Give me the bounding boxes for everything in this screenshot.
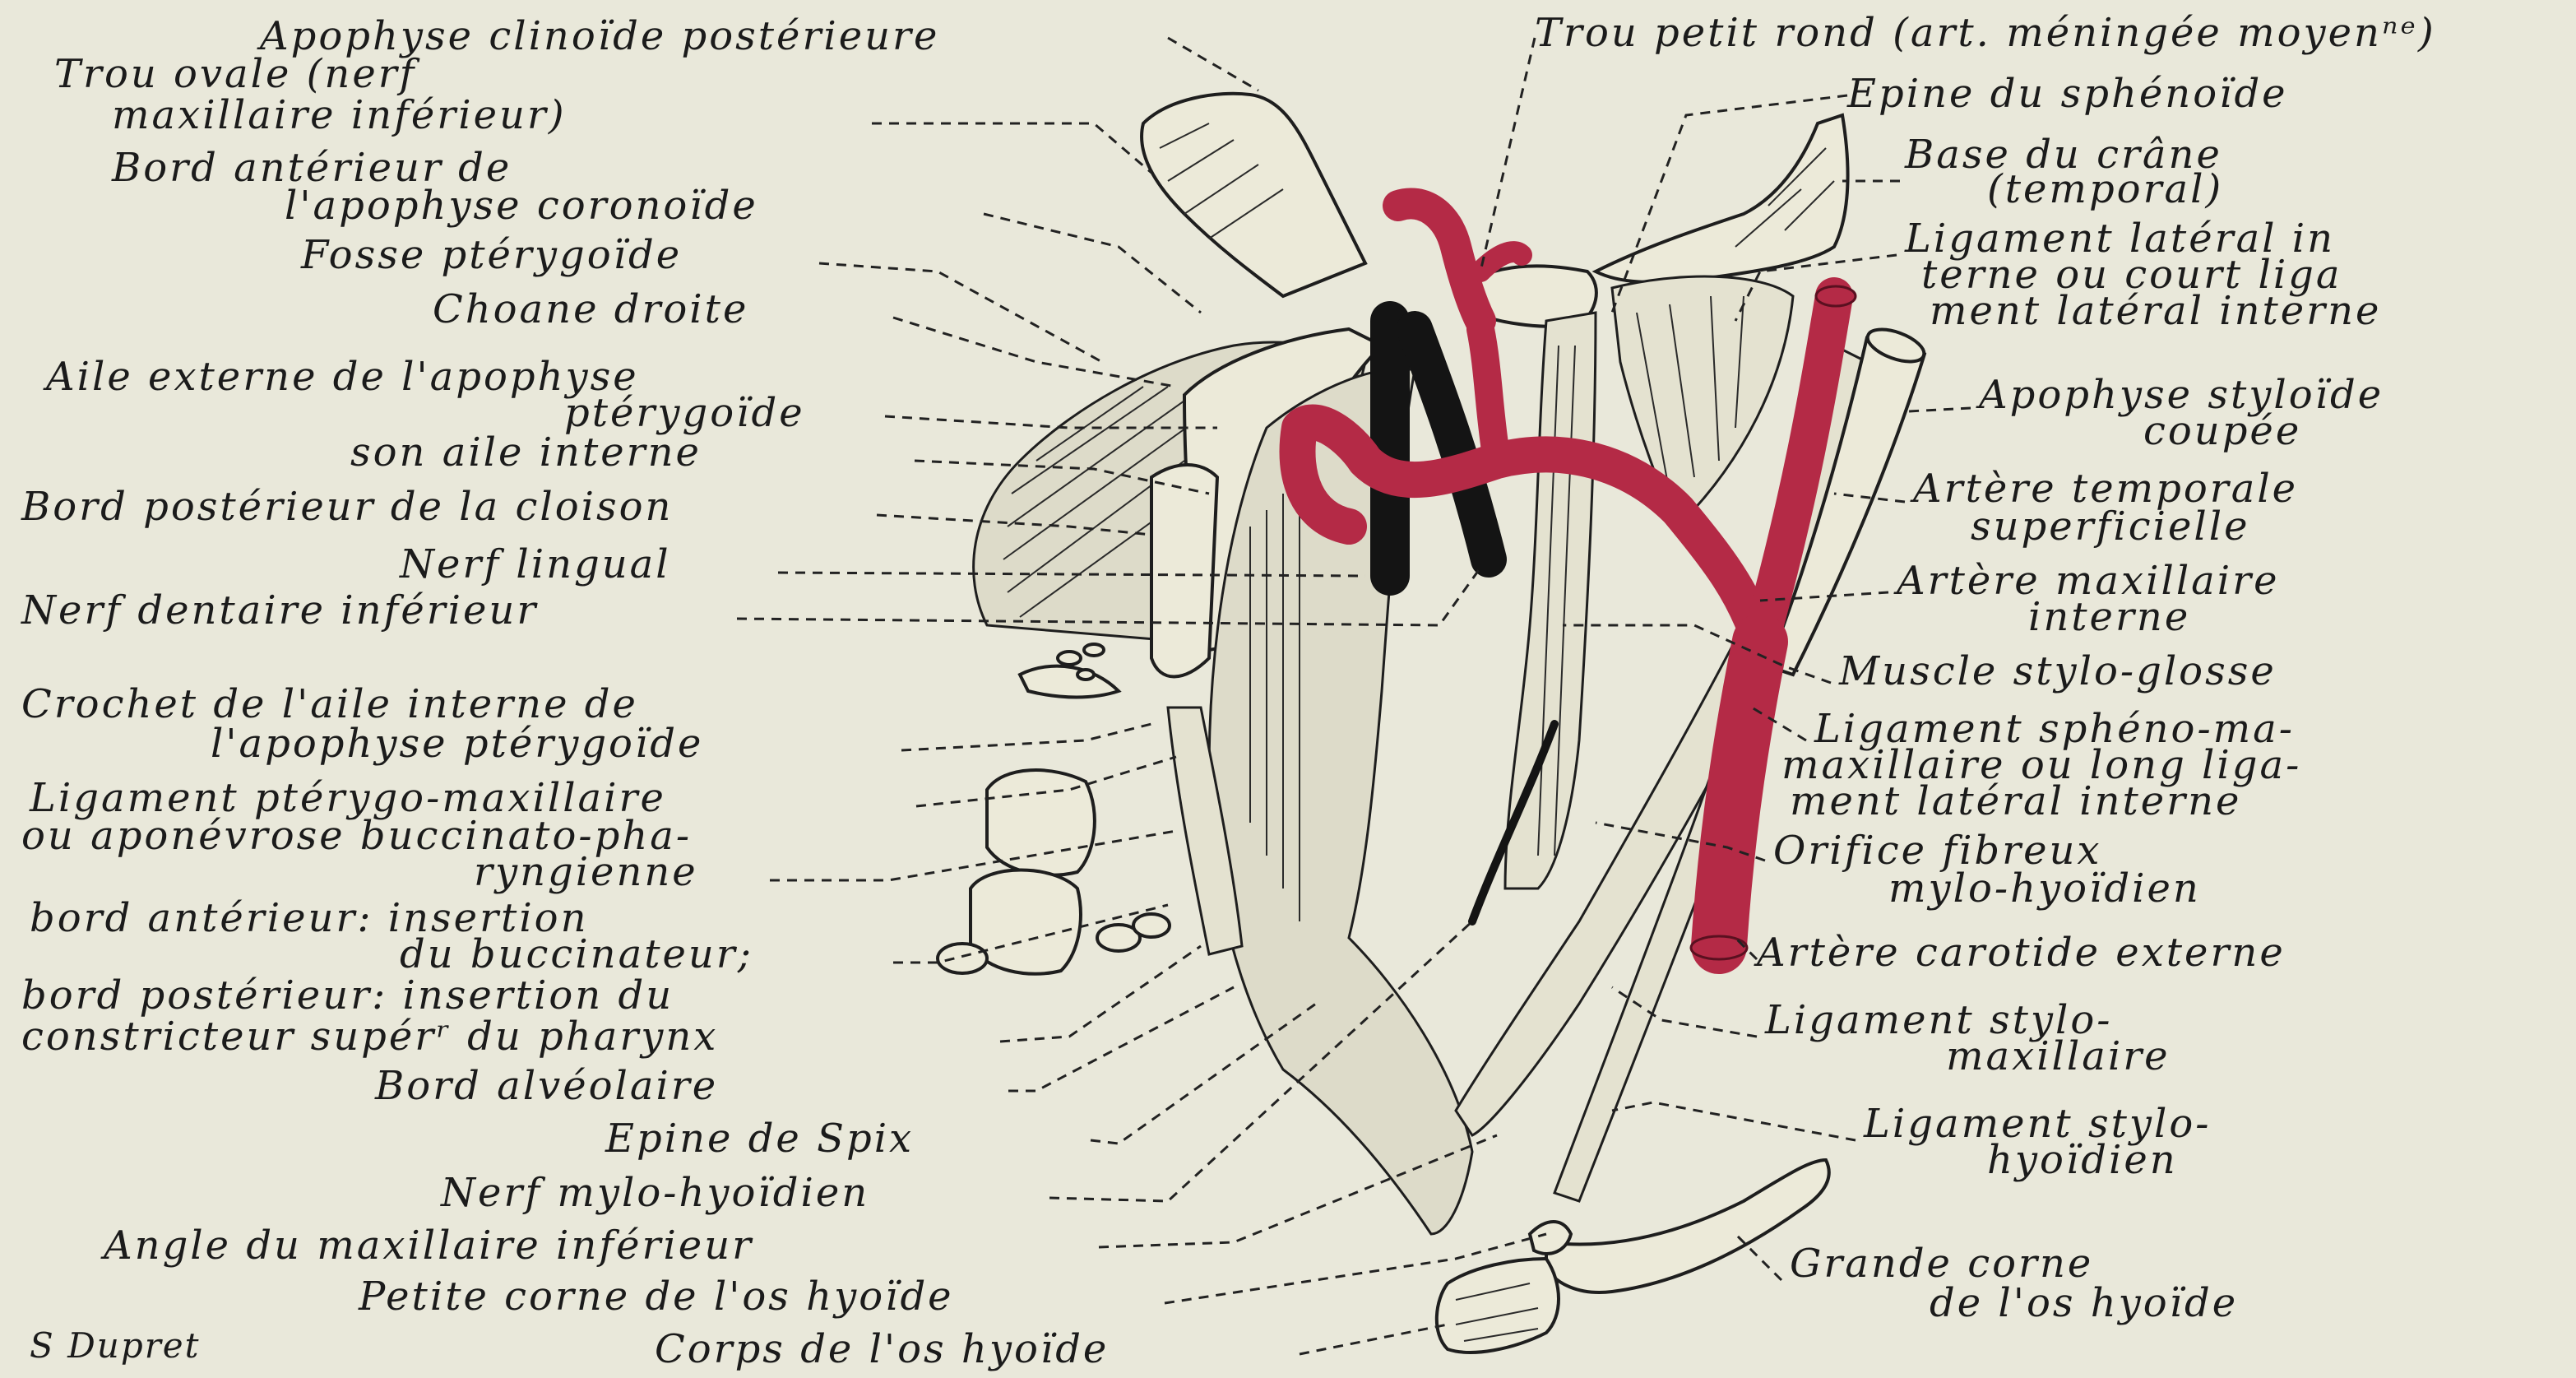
label-epine-sphenoide: Epine du sphénoïde [1846, 71, 2288, 117]
leader [1735, 1234, 1781, 1280]
leader [1480, 38, 1535, 271]
label-lig-spheno-3: ment latéral interne [1790, 778, 2241, 824]
clinoid-process [1142, 94, 1365, 296]
mandible-ramus [1209, 369, 1472, 1234]
leader [1168, 38, 1258, 90]
label-nerf-dentaire: Nerf dentaire inférieur [21, 587, 538, 633]
artist-signature: S Dupret [30, 1325, 201, 1366]
leader [872, 123, 1151, 173]
label-lig-pterygo-3: ryngienne [474, 849, 698, 895]
label-crochet-2: l'apophyse ptérygoïde [211, 721, 703, 767]
label-choane-droite: Choane droite [433, 286, 748, 332]
leader [893, 318, 1176, 387]
label-art-carotide: Artère carotide externe [1754, 930, 2286, 976]
middle-meningeal-artery [1398, 203, 1480, 321]
label-lig-lateral-3: ment latéral interne [1930, 288, 2381, 334]
external-carotid-artery [1719, 642, 1760, 946]
label-grande-corne-2: de l'os hyoïde [1930, 1280, 2238, 1326]
leader [770, 831, 1176, 880]
leader [1908, 408, 1971, 411]
superficial-temporal-cut-end [1816, 286, 1856, 306]
label-art-maxillaire-2: interne [2028, 594, 2190, 640]
labels-left: Apophyse clinoïde postérieure Trou ovale… [21, 13, 1109, 1372]
label-bord-anterieur-coronoide-2: l'apophyse coronoïde [285, 183, 758, 229]
label-epine-spix: Epine de Spix [605, 1116, 914, 1162]
pterygoid-hamulus [1020, 644, 1119, 698]
label-corps-hyoide: Corps de l'os hyoïde [655, 1326, 1109, 1372]
label-bord-ant-insertion-2: du buccinateur; [400, 931, 753, 977]
labels-right: Trou petit rond (art. méningée moyenⁿᵉ) … [1535, 10, 2436, 1326]
leader [901, 724, 1151, 750]
label-muscle-stylo-glosse: Muscle stylo-glosse [1838, 648, 2277, 694]
label-lig-stylo-max-2: maxillaire [1946, 1033, 2171, 1079]
label-angle-maxillaire: Angle du maxillaire inférieur [100, 1223, 753, 1269]
leader [984, 214, 1201, 313]
hyoid-body [1437, 1259, 1559, 1352]
label-aile-interne: son aile interne [350, 429, 702, 476]
septum-posterior-border [1151, 465, 1217, 677]
label-bord-post-insertion-1: bord postérieur: insertion du [21, 972, 674, 1018]
label-trou-ovale-1: Trou ovale (nerf [54, 51, 420, 97]
label-bord-posterieur-cloison: Bord postérieur de la cloison [21, 484, 673, 530]
label-bord-post-insertion-2: constricteur supérʳ du pharynx [21, 1014, 718, 1060]
label-trou-petit-rond: Trou petit rond (art. méningée moyenⁿᵉ) [1535, 10, 2436, 56]
label-nerf-mylo: Nerf mylo-hyoïdien [440, 1170, 869, 1216]
leader [1612, 1102, 1856, 1140]
leader [1300, 1325, 1448, 1354]
label-apophyse-styloide-2: coupée [2143, 408, 2301, 454]
label-art-temporale-2: superficielle [1971, 503, 2250, 550]
label-aile-externe-1: Aile externe de l'apophyse [43, 354, 639, 400]
label-base-crane-2: (temporal) [1987, 166, 2223, 212]
label-bord-alveolaire: Bord alvéolaire [374, 1063, 718, 1109]
label-fosse-pterygoide: Fosse ptérygoïde [300, 232, 682, 278]
label-lig-stylo-hyo-2: hyoïdien [1987, 1137, 2178, 1183]
label-petite-corne: Petite corne de l'os hyoïde [358, 1274, 954, 1320]
label-nerf-lingual: Nerf lingual [399, 541, 671, 587]
label-trou-ovale-2: maxillaire inférieur) [112, 92, 567, 138]
pterygoid-artery-branch [1480, 329, 1497, 461]
anatomical-drawing [938, 94, 1928, 1352]
label-orifice-fibreux-2: mylo-hyoïdien [1888, 865, 2201, 912]
leader [819, 263, 1102, 362]
